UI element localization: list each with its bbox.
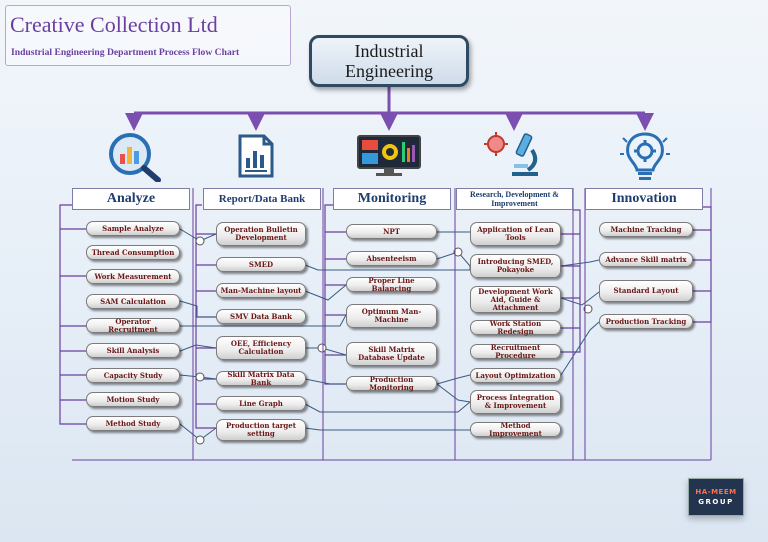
item-smed: SMED — [216, 257, 306, 272]
logo-line-1: HA-MEEM — [695, 488, 737, 496]
item-sample-analyze: Sample Analyze — [86, 221, 180, 236]
item-optimum-man-machine: Optimum Man-Machine — [346, 304, 437, 328]
item-method-study: Method Study — [86, 416, 180, 431]
item-application-of-lean-tools: Application of Lean Tools — [470, 222, 561, 246]
item-recruitment-procedure: Recruitment Procedure — [470, 343, 561, 359]
item-motion-study: Motion Study — [86, 392, 180, 407]
item-man-machine-layout: Man-Machine layout — [216, 283, 306, 298]
monitor-dashboard-icon — [357, 135, 421, 176]
microscope-virus-icon — [484, 132, 538, 176]
junction-nodes — [195, 236, 593, 445]
item-production-monitoring: Production Monitoring — [346, 375, 437, 391]
root-line-2: Engineering — [345, 61, 433, 81]
item-skill-analysis: Skill Analysis — [86, 343, 180, 358]
item-machine-tracking: Machine Tracking — [599, 222, 693, 237]
item-sam-calculation: SAM Calculation — [86, 294, 180, 309]
report-document-icon — [238, 134, 274, 178]
item-smv-data-bank: SMV Data Bank — [216, 309, 306, 324]
column-header-analyze: Analyze — [72, 188, 190, 210]
cross-links — [179, 228, 600, 441]
magnifier-chart-icon — [109, 133, 161, 182]
item-skill-matrix-database-update: Skill Matrix Database Update — [346, 342, 437, 366]
item-development-work-aid: Development Work Aid, Guide & Attachment — [470, 286, 561, 313]
column-header-report-data-bank: Report/Data Bank — [203, 188, 321, 210]
item-line-graph: Line Graph — [216, 396, 306, 411]
item-npt: NPT — [346, 224, 437, 239]
column-dividers — [72, 188, 712, 461]
chart-subtitle: Industrial Engineering Department Proces… — [11, 47, 240, 58]
item-skill-matrix-data-bank: Skill Matrix Data Bank — [216, 370, 306, 386]
item-capacity-study: Capacity Study — [86, 368, 180, 383]
item-standard-layout: Standard Layout — [599, 280, 693, 302]
lightbulb-gear-icon — [620, 132, 670, 180]
item-process-integration-improvement: Process Integration & Improvement — [470, 390, 561, 414]
company-title-box: Creative Collection Ltd Industrial Engin… — [5, 5, 291, 66]
item-operation-bulletin-development: Operation Bulletin Development — [216, 222, 306, 246]
item-proper-line-balancing: Proper Line Balancing — [346, 276, 437, 292]
root-line-1: Industrial — [354, 41, 424, 61]
column-header-innovation: Innovation — [585, 188, 703, 210]
item-layout-optimization: Layout Optimization — [470, 368, 561, 383]
company-name: Creative Collection Ltd — [10, 12, 218, 37]
item-work-station-redesign: Work Station Redesign — [470, 319, 561, 335]
item-production-tracking: Production Tracking — [599, 314, 693, 329]
item-advance-skill-matrix: Advance Skill matrix — [599, 252, 693, 267]
column-header-research-development: Research, Development & Improvement — [456, 188, 573, 210]
item-oee-efficiency-calculation: OEE, Efficiency Calculation — [216, 336, 306, 360]
item-introducing-smed-pokayoke: Introducing SMED, Pokayoke — [470, 254, 561, 278]
item-work-measurement: Work Measurement — [86, 269, 180, 284]
item-method-improvement: Method Improvement — [470, 421, 561, 437]
item-operator-recruitment: Operator Recruitment — [86, 317, 180, 333]
item-thread-consumption: Thread Consumption — [86, 245, 180, 260]
root-node-industrial-engineering: Industrial Engineering — [309, 35, 469, 87]
logo-line-2: GROUP — [698, 498, 734, 506]
column-header-monitoring: Monitoring — [333, 188, 451, 210]
ha-meem-group-logo: HA-MEEM GROUP — [688, 478, 744, 516]
item-production-target-setting: Production target setting — [216, 419, 306, 441]
item-absenteeism: Absenteeism — [346, 251, 437, 266]
root-branches — [125, 87, 654, 131]
